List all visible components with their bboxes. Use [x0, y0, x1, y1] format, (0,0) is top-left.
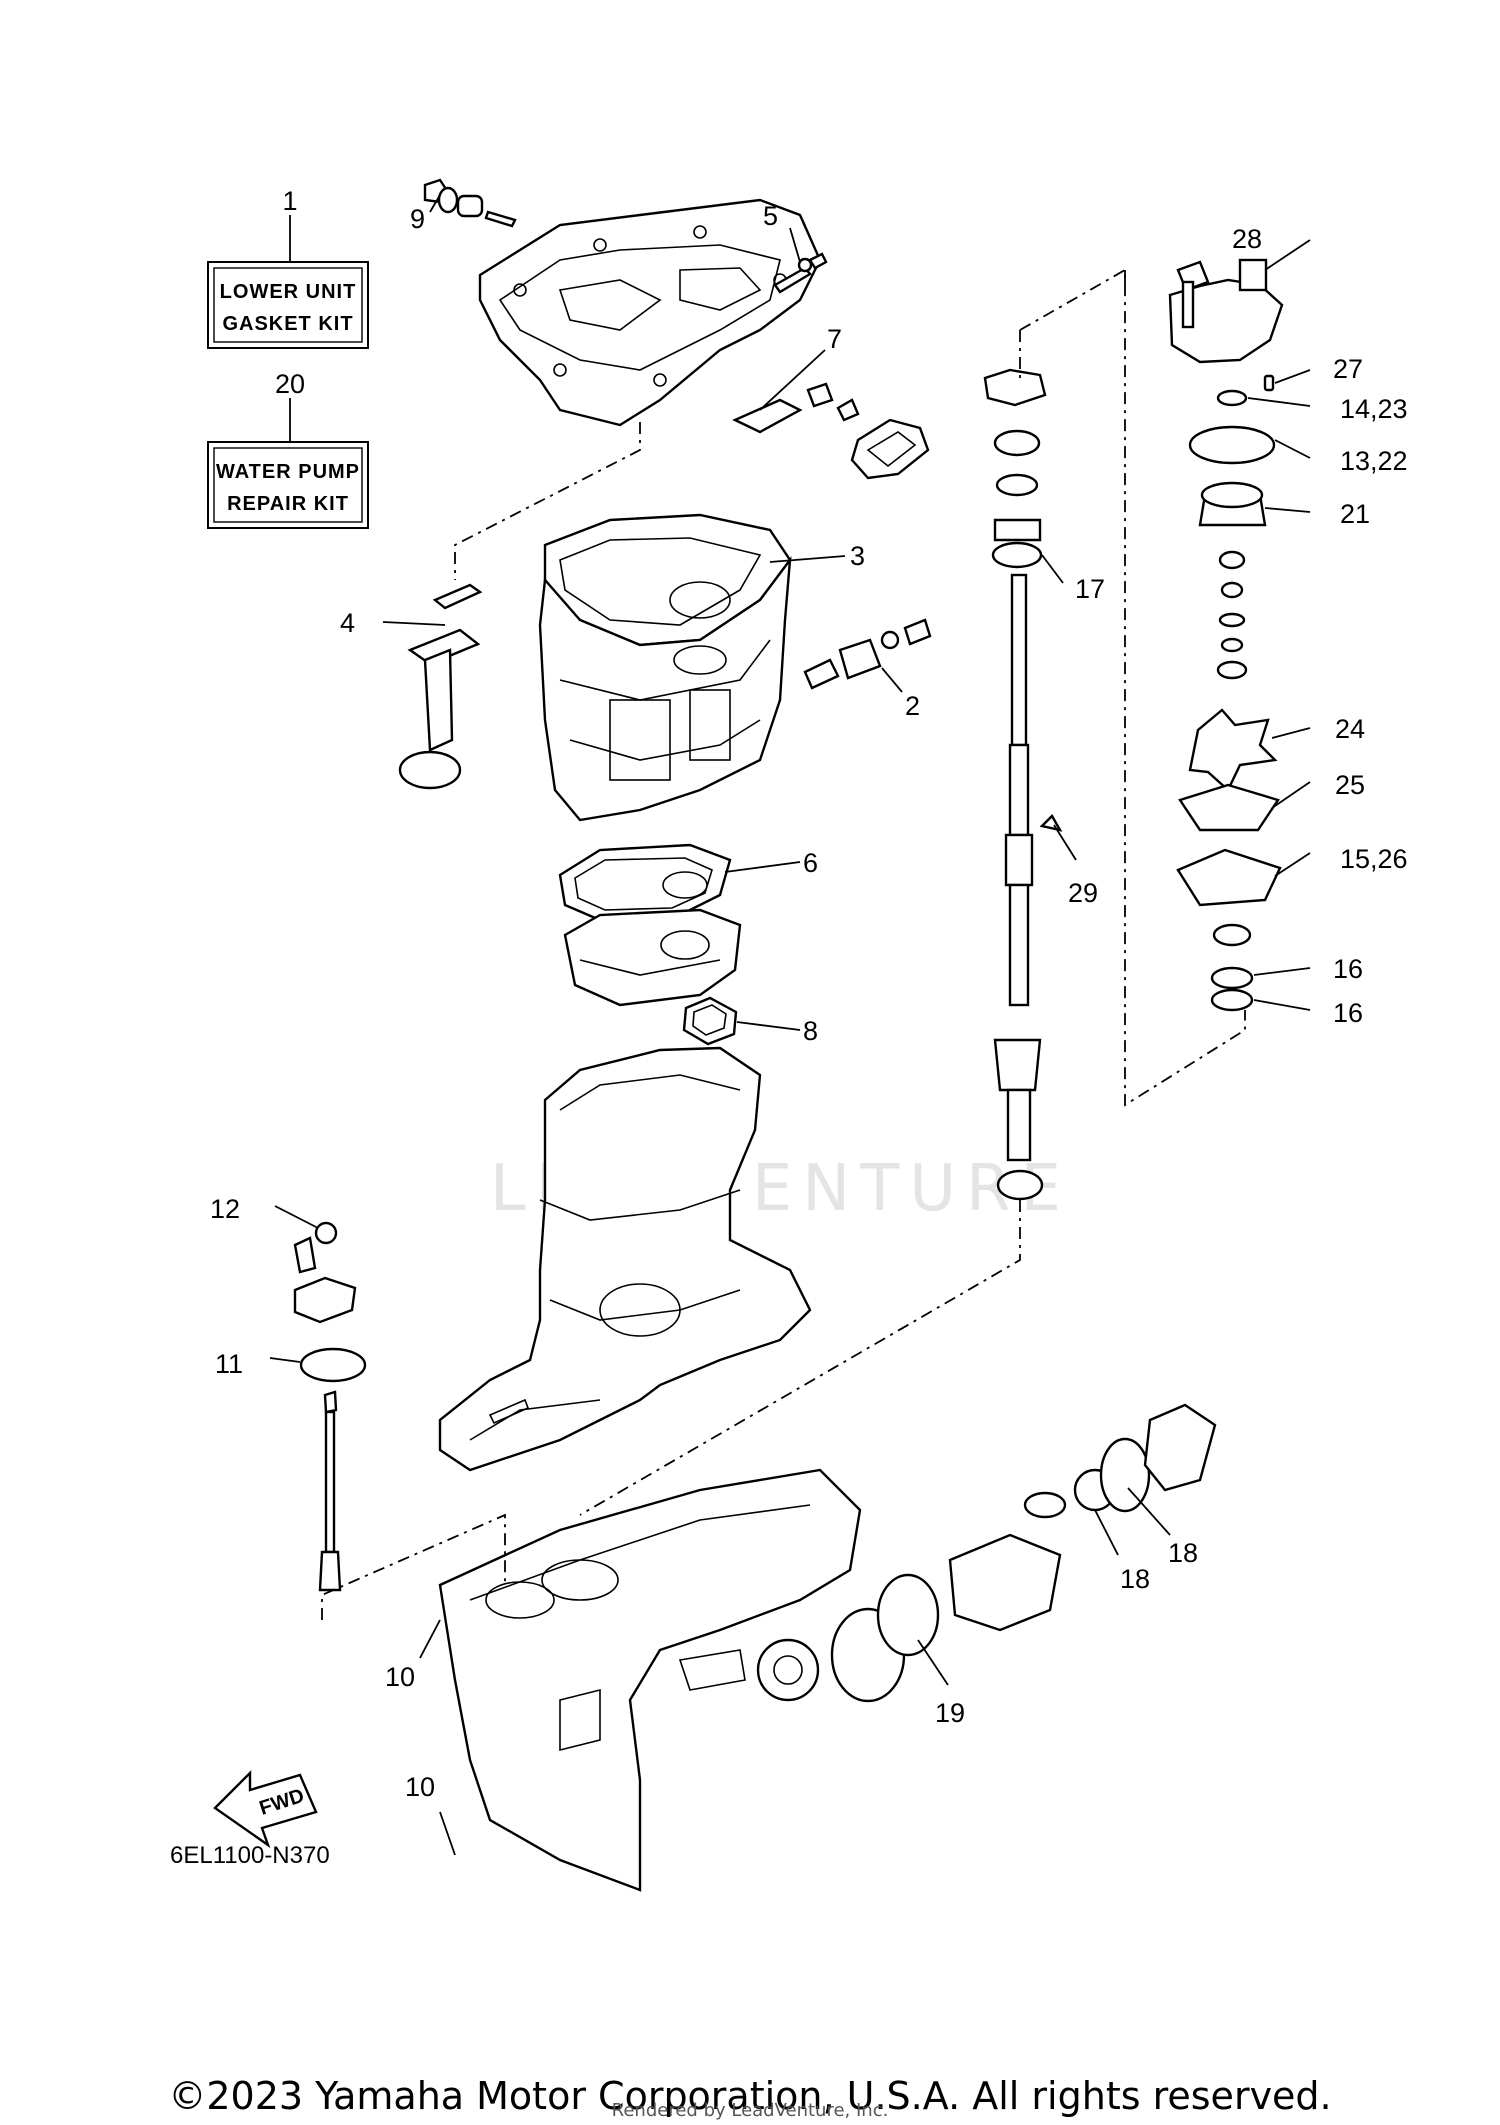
callout-1: 1 — [282, 186, 297, 216]
callout-16-lower: 16 — [1333, 998, 1363, 1028]
connector-part-2 — [803, 618, 932, 690]
callout-15-26: 15,26 — [1340, 844, 1408, 874]
callout-leaders — [269, 194, 1311, 1856]
upper-casing-top — [478, 198, 822, 427]
kit-20-line1: WATER PUMP — [216, 461, 360, 483]
callout-14-23: 14,23 — [1340, 394, 1408, 424]
callout-29: 29 — [1068, 878, 1098, 908]
callout-9: 9 — [410, 204, 425, 234]
callout-18-left: 18 — [1120, 1564, 1150, 1594]
diagram-code: 6EL1100-N370 — [170, 1842, 330, 1869]
callout-18-right: 18 — [1168, 1538, 1198, 1568]
callout-16-upper: 16 — [1333, 954, 1363, 984]
water-pipe-part-4 — [398, 583, 483, 790]
assembly-lines — [321, 268, 1246, 1620]
gear-train — [756, 1403, 1217, 1703]
kit-1-line2: GASKET KIT — [222, 313, 353, 335]
mounting-plate — [563, 908, 742, 1007]
callout-labels: 1 20 2 3 4 5 6 7 8 9 10 10 11 12 13,22 1… — [210, 186, 1408, 1802]
fwd-arrow-icon: FWD — [213, 1770, 318, 1849]
callout-2: 2 — [905, 691, 920, 721]
shift-rod-assembly — [293, 1221, 367, 1592]
rendered-by-credit: Rendered by LeadVenture, Inc. — [611, 2100, 889, 2121]
drive-shaft — [983, 368, 1047, 1201]
callout-28: 28 — [1232, 224, 1262, 254]
kit-1-line1: LOWER UNIT — [220, 281, 357, 303]
gear-case — [438, 1468, 862, 1892]
callout-19: 19 — [935, 1698, 965, 1728]
kit-lower-unit-gasket[interactable]: LOWER UNIT GASKET KIT — [207, 215, 369, 349]
callout-12: 12 — [210, 1194, 240, 1224]
callout-4: 4 — [340, 608, 355, 638]
kit-water-pump-repair[interactable]: WATER PUMP REPAIR KIT — [207, 398, 369, 529]
plug-bolt-part-9 — [423, 178, 517, 228]
exhaust-housing — [438, 1046, 812, 1472]
pump-housing-part-28 — [1168, 258, 1284, 364]
callout-3: 3 — [850, 541, 865, 571]
callout-8: 8 — [803, 1016, 818, 1046]
callout-10-lower: 10 — [405, 1772, 435, 1802]
middle-casing — [538, 555, 792, 822]
pump-stack — [1176, 374, 1282, 1012]
callout-7: 7 — [827, 324, 842, 354]
callout-21: 21 — [1340, 499, 1370, 529]
callout-27: 27 — [1333, 354, 1363, 384]
gasket-part-6 — [558, 843, 732, 922]
callout-24: 24 — [1335, 714, 1365, 744]
kit-20-line2: REPAIR KIT — [227, 493, 349, 515]
callout-17: 17 — [1075, 574, 1105, 604]
callout-25: 25 — [1335, 770, 1365, 800]
copyright-notice: ©2023 Yamaha Motor Corporation, U.S.A. A… — [168, 2074, 1332, 2118]
bolt-part-5 — [773, 252, 828, 294]
callout-6: 6 — [803, 848, 818, 878]
callout-11: 11 — [215, 1349, 243, 1379]
callout-20: 20 — [275, 369, 305, 399]
key-part-29 — [1039, 814, 1063, 832]
cover-part-7 — [732, 382, 930, 480]
callout-13-22: 13,22 — [1340, 446, 1408, 476]
callout-10-upper: 10 — [385, 1662, 415, 1692]
damper-part-8 — [682, 996, 738, 1046]
callout-5: 5 — [763, 201, 778, 231]
